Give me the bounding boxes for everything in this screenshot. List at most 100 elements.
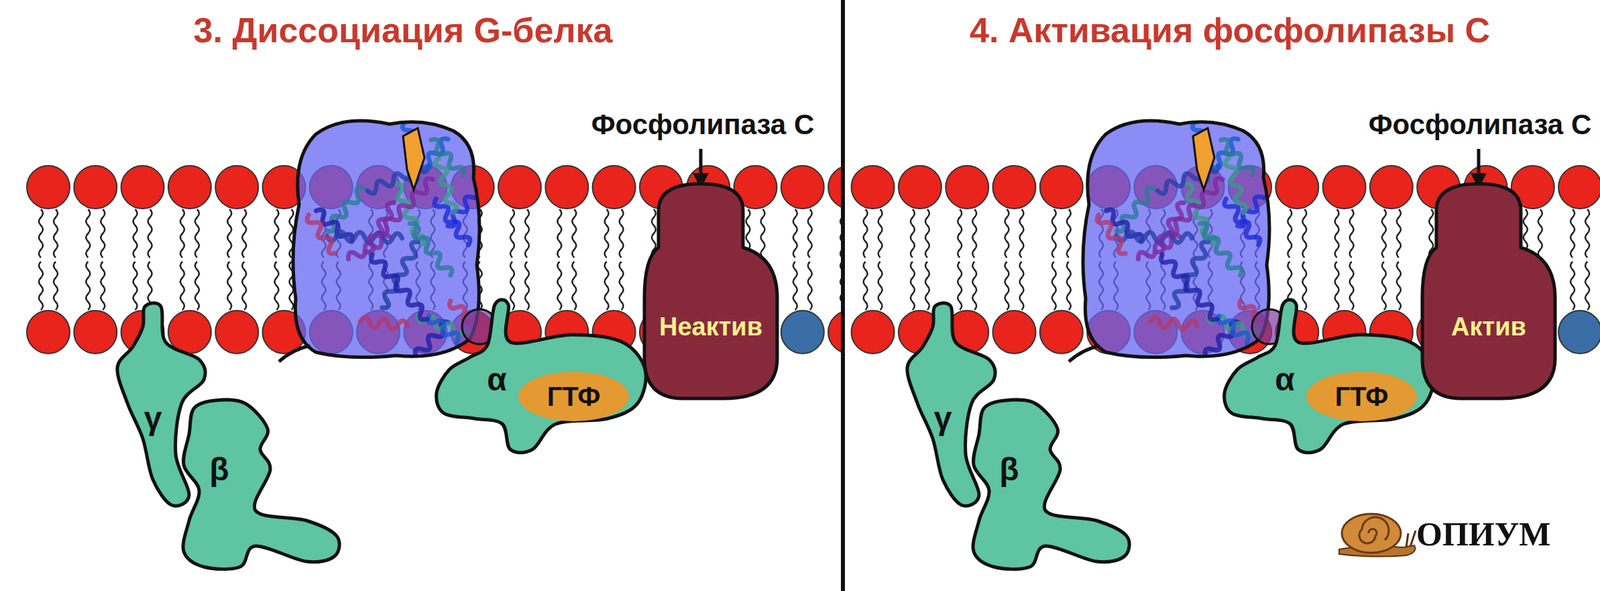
subunit-letter: α: [486, 360, 507, 398]
gtp-label: ГТФ: [547, 380, 601, 412]
g-beta-gamma-subunit: γβ: [907, 306, 1130, 570]
node-outline: [1420, 183, 1558, 402]
lipid-tail: [1019, 261, 1024, 310]
receptor: [278, 79, 498, 371]
lipid-tail: [619, 209, 624, 258]
lipid-tail: [1052, 209, 1057, 258]
lipid-tail: [793, 209, 798, 258]
lipid-head: [851, 165, 895, 209]
lipid-head: [121, 165, 165, 209]
gtp-shape: [1306, 371, 1417, 422]
lipid-tail: [604, 209, 609, 258]
phospholipase-c: Неактив: [643, 183, 780, 402]
gtp-shape: [518, 371, 630, 422]
lipid-tail: [1382, 209, 1387, 258]
lipid-head: [993, 310, 1037, 354]
lipid-tail: [863, 261, 868, 310]
g-alpha-subunit: αГТФ: [433, 301, 649, 452]
enzyme-shape: [644, 183, 778, 399]
lipid-head: [945, 165, 989, 209]
lipid-tail: [242, 209, 247, 258]
lipid-tail: [1538, 209, 1543, 258]
alpha-shape: [1224, 299, 1435, 453]
node-outline: [433, 301, 649, 452]
lipid-tail: [1052, 261, 1057, 310]
lipid-head: [73, 310, 117, 354]
lipid-tail: [808, 261, 813, 310]
lipid-tail: [525, 209, 530, 258]
g-alpha-subunit: αГТФ: [1221, 301, 1437, 452]
subunit-letter: α: [1274, 360, 1295, 398]
lipid-tail: [85, 261, 90, 310]
lipid-tail: [557, 209, 562, 258]
lipid-tail: [604, 261, 609, 310]
lipid-head: [851, 310, 895, 354]
lipid-head: [828, 310, 841, 354]
state-label: Неактив: [659, 312, 763, 342]
gtp-oval: ГТФ: [1305, 370, 1418, 422]
lipid-tail: [274, 261, 279, 310]
lipid-tail: [1335, 209, 1340, 258]
lipid-tail: [1287, 209, 1292, 258]
lipid-tail: [878, 261, 883, 310]
watermark: ОПИУМ: [1416, 515, 1552, 554]
lipid-tail: [793, 261, 798, 310]
lipid-tail: [227, 261, 232, 310]
lipid-head: [898, 165, 942, 209]
lipid-head: [73, 165, 117, 209]
lipid-head: [1040, 165, 1083, 209]
lipid-head: [215, 165, 259, 209]
lipid-tail: [274, 209, 279, 258]
lipid-tail: [525, 261, 530, 310]
lipid-tail: [1396, 209, 1401, 258]
lipid-tail: [1005, 261, 1010, 310]
lipid-tail: [148, 209, 153, 258]
lipid-tail: [925, 209, 930, 258]
gamma-shape: [117, 303, 206, 506]
lipid-tail: [510, 209, 515, 258]
lipid-tail: [840, 209, 841, 258]
lipid-tail: [910, 261, 915, 310]
g-beta-gamma-subunit: γβ: [117, 306, 340, 570]
phospholipase-c: Актив: [1420, 183, 1558, 402]
lipid-tail: [972, 261, 977, 310]
lipid-head: [545, 165, 589, 209]
subunit-letter: β: [209, 450, 229, 488]
lipid-tail: [38, 261, 43, 310]
lipid-tail: [1349, 209, 1354, 258]
lipid-tail: [572, 209, 577, 258]
lipid-tail: [1302, 261, 1307, 310]
state-label: Актив: [1451, 312, 1527, 342]
lipid-head: [828, 165, 841, 209]
beta-shape: [973, 399, 1130, 570]
lipid-tail: [85, 209, 90, 258]
lipid-head: [26, 310, 70, 354]
lipid-tail: [957, 209, 962, 258]
lipid-tail: [925, 261, 930, 310]
lipid-tail: [53, 209, 58, 258]
lipid-tail: [1066, 209, 1071, 258]
lipid-tail: [38, 209, 43, 258]
lipid-head: [215, 310, 259, 354]
lipid-tail: [1396, 261, 1401, 310]
lipid-tail: [1585, 261, 1590, 310]
lipid-head: [1275, 165, 1319, 209]
lipid-head: [1558, 165, 1600, 209]
lipid-tail: [100, 261, 105, 310]
panel-title: 3. Диссоциация G-белка: [193, 10, 613, 51]
lipid-tail: [1005, 209, 1010, 258]
lipid-tail: [557, 261, 562, 310]
panel-divider: [840, 0, 845, 591]
gtp-label: ГТФ: [1335, 380, 1389, 412]
lipid-tail: [863, 209, 868, 258]
lipid-tail: [910, 209, 915, 258]
lipid-tail: [619, 261, 624, 310]
lipid-tail: [180, 261, 185, 310]
node-outline: [643, 183, 780, 402]
lipid-tail: [242, 261, 247, 310]
beta-shape: [183, 399, 340, 570]
lipid-tail: [195, 261, 200, 310]
lipid-head: [1040, 310, 1083, 354]
node-outline: [907, 306, 1130, 570]
enzyme-shape: [1422, 183, 1556, 399]
